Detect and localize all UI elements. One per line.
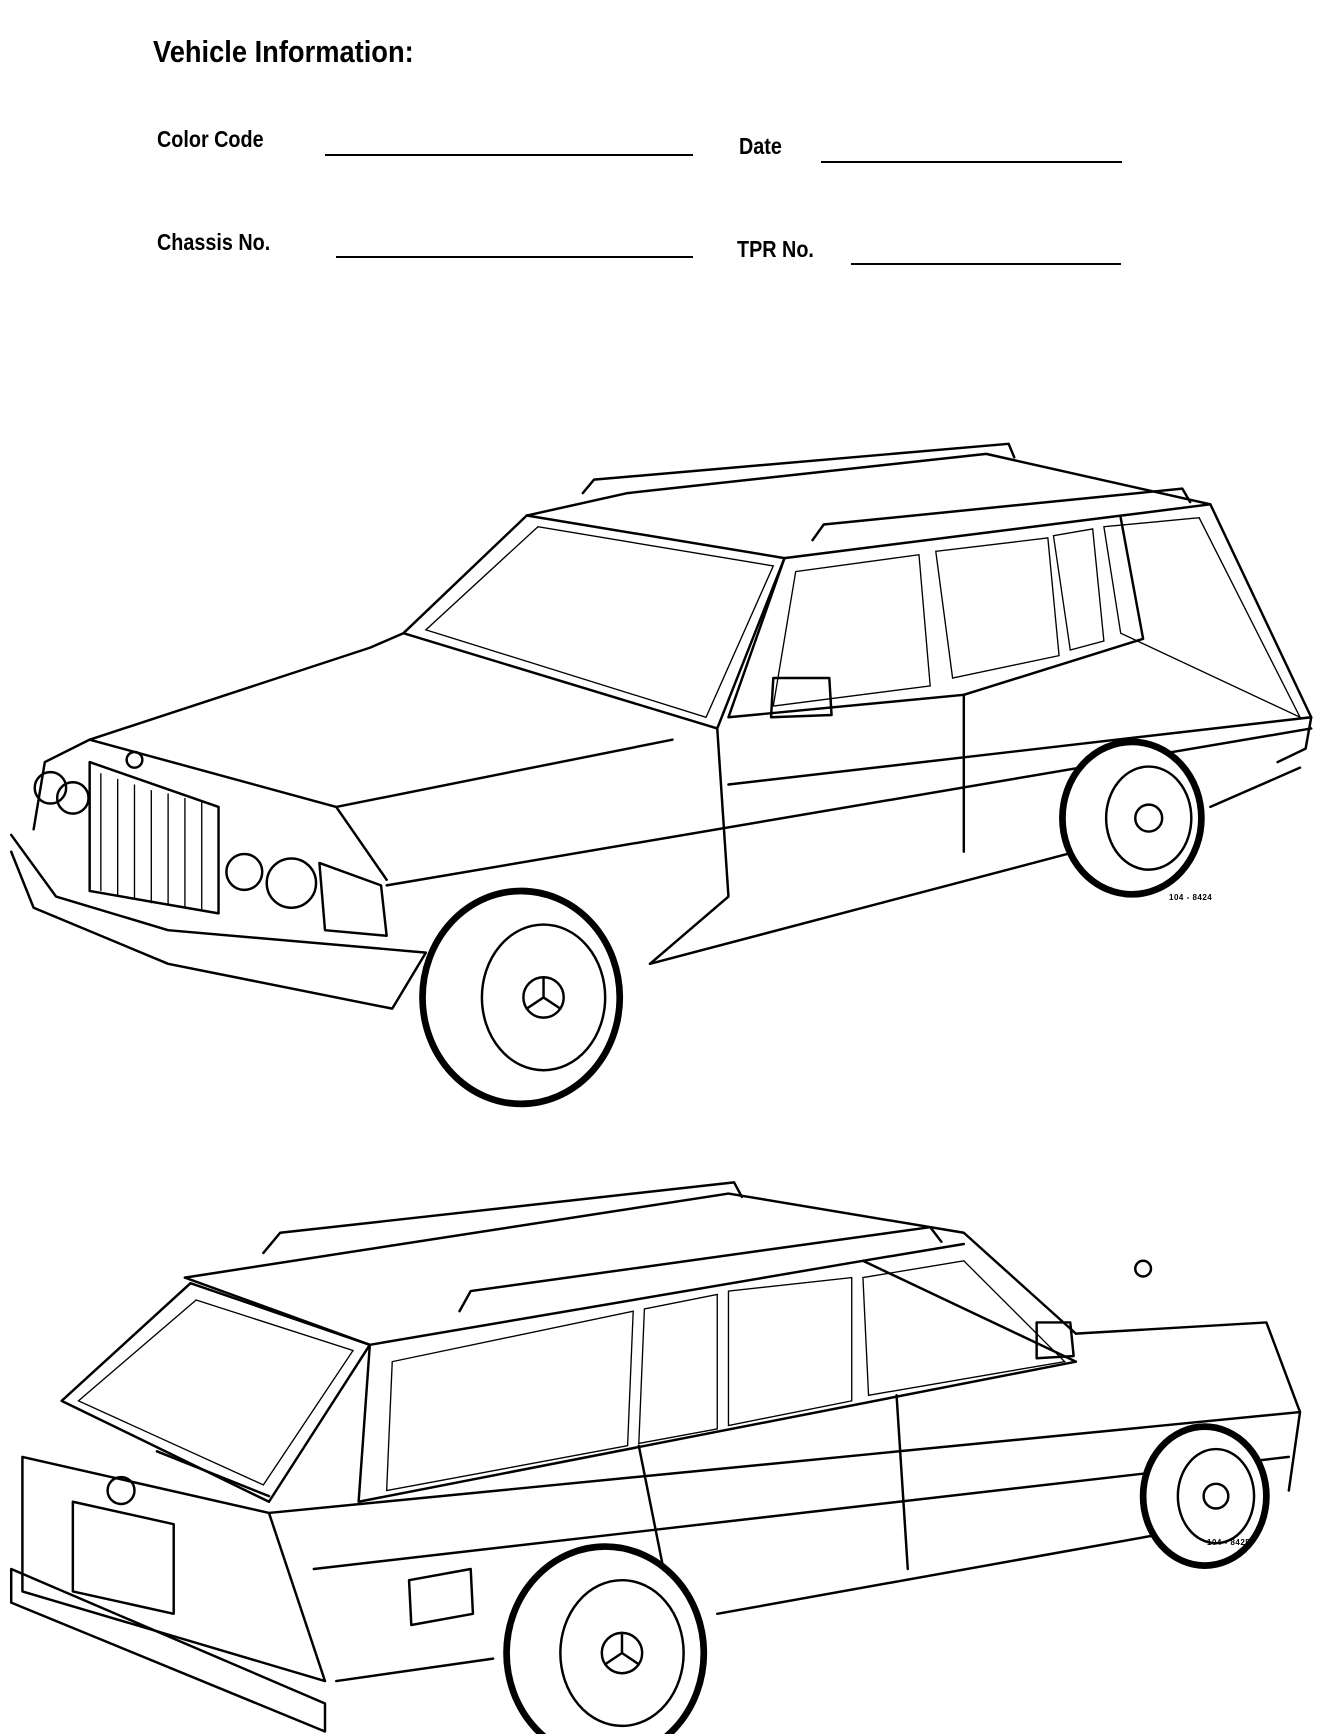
tpr-no-field[interactable]	[851, 263, 1121, 265]
figure-number-2: 104 - 8425	[1207, 1538, 1251, 1547]
figure-number-1: 104 - 8424	[1169, 893, 1213, 902]
station-wagon-front-view	[9, 442, 1313, 1108]
color-code-field[interactable]	[325, 154, 693, 156]
form-title: Vehicle Information:	[153, 34, 414, 69]
chassis-no-label: Chassis No.	[157, 229, 271, 255]
color-code-label: Color Code	[157, 126, 264, 152]
date-field[interactable]	[821, 161, 1122, 163]
tpr-no-label: TPR No.	[737, 236, 814, 262]
date-label: Date	[739, 133, 782, 159]
station-wagon-rear-view	[9, 1181, 1302, 1734]
chassis-no-field[interactable]	[336, 256, 693, 258]
